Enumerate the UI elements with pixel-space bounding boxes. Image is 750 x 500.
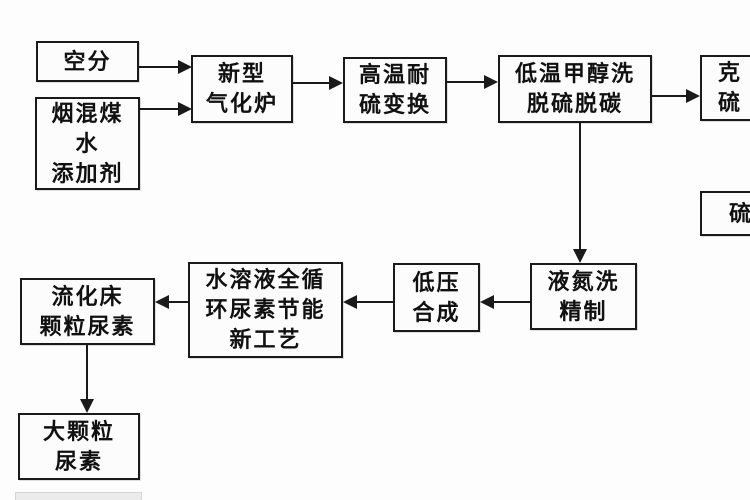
- node-low-pressure-synthesis: 低压 合成: [393, 263, 480, 332]
- arrow-shaft: [293, 82, 331, 84]
- node-fluidized-bed-urea: 流化床 颗粒尿素: [20, 278, 155, 345]
- arrow-shaft: [168, 301, 188, 303]
- arrowhead-right-icon: [329, 76, 343, 90]
- arrow-shaft: [447, 81, 486, 83]
- node-new-gasifier: 新型 气化炉: [191, 55, 293, 123]
- partial-box-bottom-edge: [15, 492, 142, 500]
- arrow-shaft: [139, 66, 180, 68]
- arrow-shaft: [652, 95, 688, 97]
- node-methanol-wash: 低温甲醇洗 脱硫脱碳: [498, 55, 652, 123]
- node-air-separation: 空分: [36, 41, 139, 82]
- arrow-shaft: [493, 301, 530, 303]
- arrow-shaft: [356, 301, 393, 303]
- node-sulfur-tolerant-shift: 高温耐 硫变换: [343, 57, 447, 123]
- node-urea-full-recycle-process: 水溶液全循 环尿素节能 新工艺: [188, 262, 343, 358]
- arrowhead-right-icon: [484, 75, 498, 89]
- arrowhead-right-icon: [178, 102, 192, 116]
- arrow-shaft: [140, 108, 180, 110]
- node-sulfur-partial: 硫: [700, 191, 750, 236]
- arrowhead-left-icon: [343, 295, 357, 309]
- arrowhead-down-icon: [80, 399, 94, 413]
- node-large-granule-urea: 大颗粒 尿素: [18, 413, 140, 480]
- arrowhead-left-icon: [480, 295, 494, 309]
- node-coal-water-additive: 烟混煤 水 添加剂: [35, 97, 140, 190]
- arrowhead-right-icon: [686, 89, 700, 103]
- arrow-shaft: [86, 345, 88, 401]
- arrow-shaft: [579, 123, 581, 250]
- node-liquid-nitrogen-wash: 液氮洗 精制: [530, 263, 637, 330]
- arrowhead-right-icon: [178, 60, 192, 74]
- arrowhead-left-icon: [155, 295, 169, 309]
- node-claus-partial: 克 硫: [700, 55, 750, 121]
- arrowhead-down-icon: [573, 249, 587, 263]
